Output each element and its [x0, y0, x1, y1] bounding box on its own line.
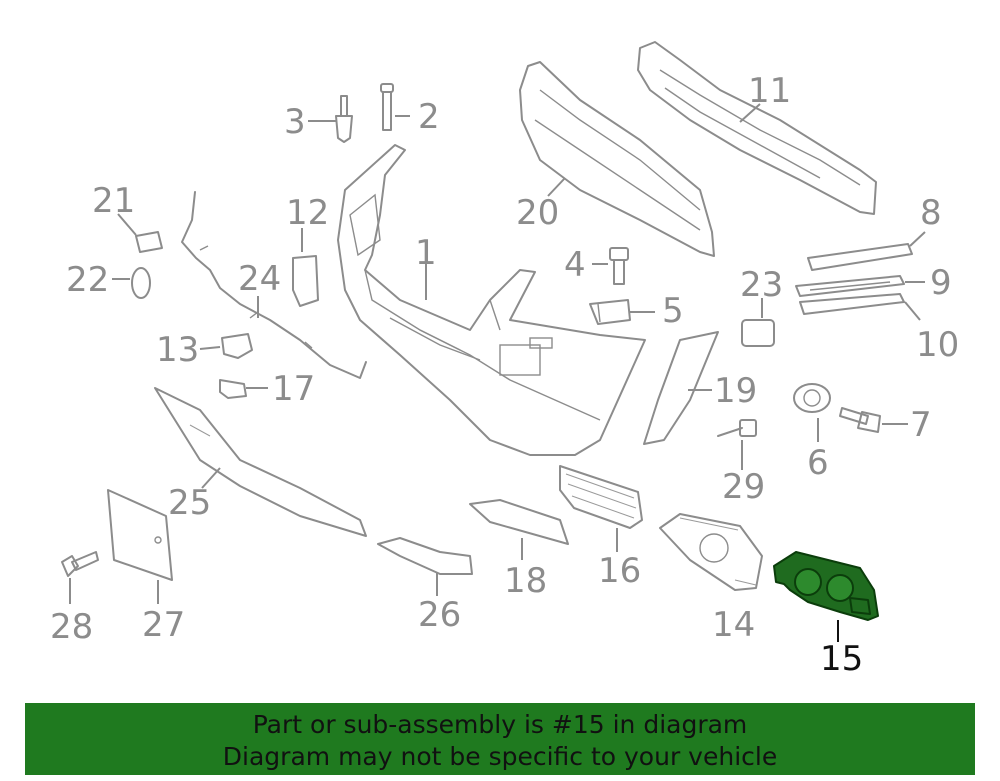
label-20: 20	[516, 193, 559, 233]
label-18: 18	[504, 561, 547, 601]
banner-line-2: Diagram may not be specific to your vehi…	[222, 742, 778, 771]
label-16: 16	[598, 551, 641, 591]
part-labels: 1 2 3 4 5 6 7 8 9 10 11 12 13 14 15 16 1…	[50, 71, 959, 679]
label-8: 8	[920, 193, 942, 233]
banner-line-1: Part or sub-assembly is #15 in diagram	[252, 710, 748, 739]
part-8-strip	[807, 243, 913, 271]
part-13-bracket	[221, 333, 253, 359]
label-15: 15	[820, 639, 863, 679]
label-14: 14	[712, 605, 755, 645]
label-5: 5	[662, 291, 684, 331]
part-15-highlighted-bracket	[773, 551, 879, 621]
label-23: 23	[740, 265, 783, 305]
label-26: 26	[418, 595, 461, 635]
parts-diagram: 1 2 3 4 5 6 7 8 9 10 11 12 13 14 15 16 1…	[50, 41, 959, 679]
label-19: 19	[714, 371, 757, 411]
part-21-clip	[135, 231, 163, 253]
label-13: 13	[156, 330, 199, 370]
label-24: 24	[238, 259, 281, 299]
part-22-ring	[131, 267, 151, 299]
part-17-clip	[219, 379, 247, 399]
leader-lines	[69, 103, 926, 642]
part-12-bracket	[292, 255, 319, 307]
part-25-lower-grille	[154, 387, 367, 537]
part-28-bolt	[61, 551, 99, 577]
part-2-bolt	[380, 83, 394, 131]
label-10: 10	[916, 325, 959, 365]
info-banner: Part or sub-assembly is #15 in diagram D…	[25, 703, 975, 775]
part-27-plate-bracket	[107, 489, 173, 581]
label-9: 9	[930, 263, 952, 303]
label-1: 1	[415, 233, 437, 273]
part-29-stud	[717, 419, 757, 437]
part-5-clip	[589, 299, 631, 325]
label-17: 17	[272, 369, 315, 409]
part-16-grille-insert	[559, 465, 643, 529]
label-27: 27	[142, 605, 185, 645]
label-7: 7	[910, 405, 932, 445]
label-12: 12	[286, 193, 329, 233]
label-11: 11	[748, 71, 791, 111]
label-2: 2	[418, 97, 440, 137]
part-14-fog-bezel	[659, 513, 763, 591]
part-6-sensor	[793, 383, 831, 413]
label-4: 4	[564, 245, 586, 285]
part-18-trim	[469, 499, 569, 545]
part-26-lip	[377, 537, 473, 575]
part-11-absorber	[637, 41, 877, 215]
label-29: 29	[722, 467, 765, 507]
label-3: 3	[284, 102, 306, 142]
part-19-strip	[643, 331, 719, 445]
part-7-bolt	[839, 407, 881, 433]
part-10-strip	[799, 293, 905, 315]
part-24-harness	[181, 191, 367, 379]
label-25: 25	[168, 483, 211, 523]
label-28: 28	[50, 607, 93, 647]
part-23-cap	[741, 319, 775, 347]
label-6: 6	[807, 443, 829, 483]
label-21: 21	[92, 181, 135, 221]
part-1-bumper-cover	[337, 144, 646, 456]
part-4-bolt	[609, 247, 629, 285]
part-3-push-pin	[335, 95, 353, 143]
label-22: 22	[66, 260, 109, 300]
part-9-strip	[795, 275, 905, 297]
part-20-reinforcement	[519, 61, 715, 257]
